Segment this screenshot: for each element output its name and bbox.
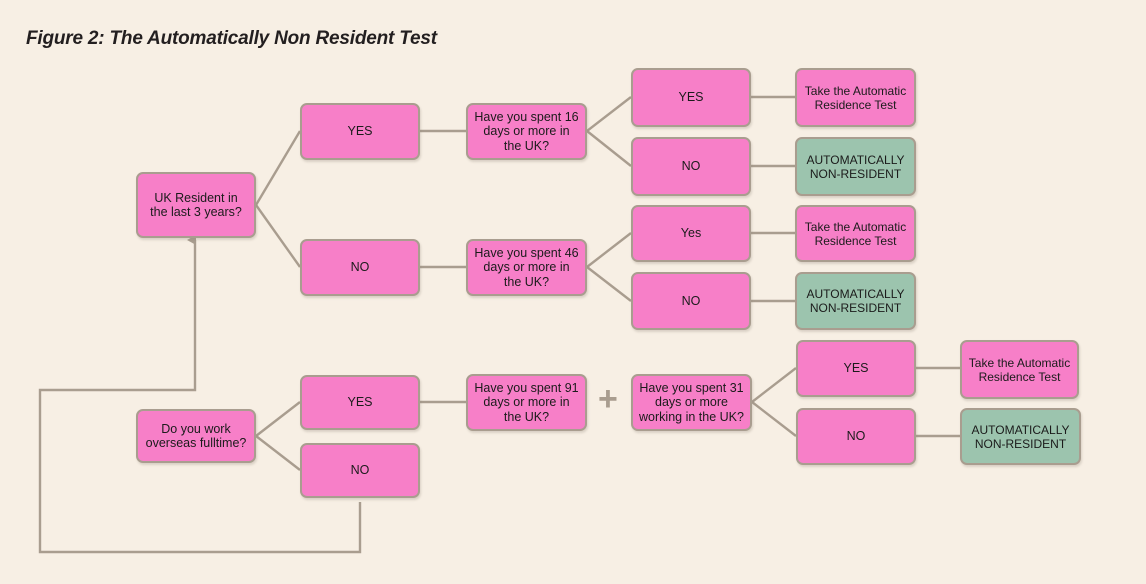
node-q31-no-label: NO: [846, 429, 866, 444]
link-q46-no: [586, 266, 632, 302]
node-branch2-yes-label: YES: [347, 395, 373, 410]
link-overseas-yes: [255, 401, 301, 437]
node-branch1-no-label: NO: [350, 260, 370, 275]
node-result-non-resident-2[interactable]: AUTOMATICALLY NON-RESIDENT: [795, 272, 916, 330]
node-q46-no[interactable]: NO: [631, 272, 751, 330]
link-q16-no: [586, 130, 632, 167]
node-q16-no[interactable]: NO: [631, 137, 751, 196]
node-question-16-days[interactable]: Have you spent 16 days or more in the UK…: [466, 103, 587, 160]
node-question-46-days-label: Have you spent 46 days or more in the UK…: [474, 245, 579, 289]
node-branch1-yes[interactable]: YES: [300, 103, 420, 160]
link-overseas-no: [255, 435, 301, 471]
node-uk-resident[interactable]: UK Resident in the last 3 years?: [136, 172, 256, 238]
node-question-31-days-label: Have you spent 31 days or more working i…: [639, 380, 744, 424]
node-result-take-test-2-label: Take the Automatic Residence Test: [804, 219, 907, 248]
node-question-16-days-label: Have you spent 16 days or more in the UK…: [474, 109, 579, 153]
node-result-non-resident-1[interactable]: AUTOMATICALLY NON-RESIDENT: [795, 137, 916, 196]
link-q31-yes: [751, 367, 797, 403]
link-ukres-no: [255, 204, 301, 268]
node-q46-no-label: NO: [681, 293, 701, 308]
link-q46-yes: [586, 232, 632, 268]
node-result-take-test-3[interactable]: Take the Automatic Residence Test: [960, 340, 1079, 399]
node-branch2-no-label: NO: [350, 463, 370, 478]
node-result-non-resident-1-label: AUTOMATICALLY NON-RESIDENT: [806, 152, 905, 181]
plus-operator: +: [598, 380, 618, 418]
node-uk-resident-label: UK Resident in the last 3 years?: [150, 190, 242, 220]
node-q16-yes-label: YES: [678, 90, 704, 105]
node-branch1-no[interactable]: NO: [300, 239, 420, 296]
node-q31-no[interactable]: NO: [796, 408, 916, 465]
node-result-non-resident-3-label: AUTOMATICALLY NON-RESIDENT: [971, 422, 1070, 451]
node-result-take-test-1[interactable]: Take the Automatic Residence Test: [795, 68, 916, 127]
node-result-take-test-2[interactable]: Take the Automatic Residence Test: [795, 205, 916, 262]
node-q31-yes[interactable]: YES: [796, 340, 916, 397]
node-branch2-no[interactable]: NO: [300, 443, 420, 498]
node-q31-yes-label: YES: [843, 361, 869, 376]
node-result-take-test-1-label: Take the Automatic Residence Test: [804, 83, 907, 112]
node-q16-yes[interactable]: YES: [631, 68, 751, 127]
node-branch1-yes-label: YES: [347, 124, 373, 139]
node-question-91-days[interactable]: Have you spent 91 days or more in the UK…: [466, 374, 587, 431]
link-q16-yes: [586, 96, 632, 132]
node-result-non-resident-3[interactable]: AUTOMATICALLY NON-RESIDENT: [960, 408, 1081, 465]
node-question-31-days[interactable]: Have you spent 31 days or more working i…: [631, 374, 752, 431]
figure-title: Figure 2: The Automatically Non Resident…: [26, 28, 437, 49]
node-result-take-test-3-label: Take the Automatic Residence Test: [968, 355, 1071, 384]
link-q31-no: [751, 401, 797, 437]
node-q46-yes[interactable]: Yes: [631, 205, 751, 262]
node-q46-yes-label: Yes: [680, 226, 702, 241]
node-work-overseas-label: Do you work overseas fulltime?: [145, 421, 247, 451]
node-branch2-yes[interactable]: YES: [300, 375, 420, 430]
node-work-overseas[interactable]: Do you work overseas fulltime?: [136, 409, 256, 463]
node-result-non-resident-2-label: AUTOMATICALLY NON-RESIDENT: [806, 287, 905, 315]
node-question-91-days-label: Have you spent 91 days or more in the UK…: [474, 380, 579, 424]
node-question-46-days[interactable]: Have you spent 46 days or more in the UK…: [466, 239, 587, 296]
node-q16-no-label: NO: [681, 159, 701, 174]
link-ukres-yes: [254, 130, 302, 206]
